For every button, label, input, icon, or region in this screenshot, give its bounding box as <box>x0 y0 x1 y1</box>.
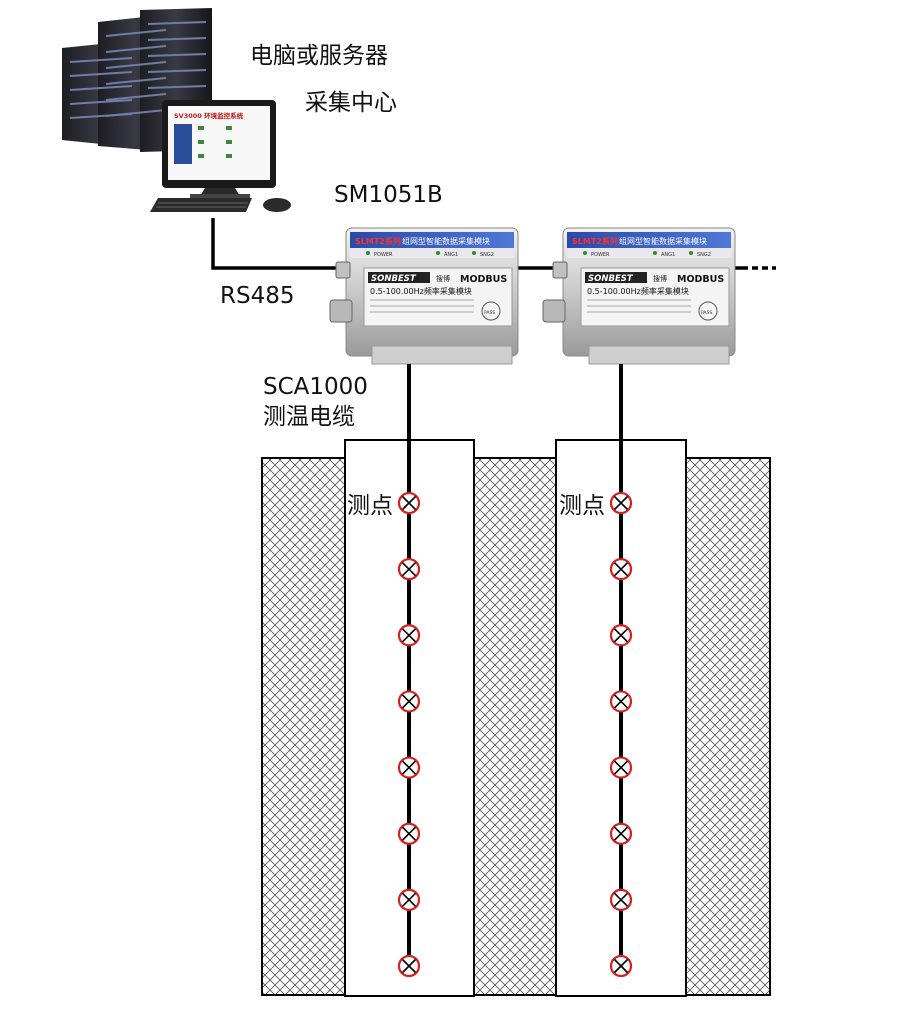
ground-hatched-area <box>261 457 771 996</box>
module-2-indicator-sng2: SNG2 <box>697 252 711 258</box>
sensor-point-1-1 <box>397 491 421 515</box>
acquisition-module-1: SLMT2系列 组网型智能数据采集模块 POWER ANG1 SNG2 SONB… <box>329 227 519 365</box>
sensor-point-2-6 <box>609 822 633 845</box>
module-2-indicator-ang1: ANG1 <box>661 252 675 258</box>
module-1-title: 组网型智能数据采集模块 <box>402 236 490 246</box>
sensor-point-1-5 <box>397 756 421 779</box>
module-2-title: 组网型智能数据采集模块 <box>619 236 707 246</box>
rs485-label: RS485 <box>220 283 294 309</box>
cable-model-label: SCA1000 <box>263 374 368 400</box>
sensor-point-2-1 <box>609 491 633 515</box>
sensor-point-1-6 <box>397 822 421 845</box>
module-1-indicator-power: POWER <box>374 252 393 258</box>
cable-name-label: 测温电缆 <box>263 404 355 430</box>
sensor-point-1-8 <box>397 954 421 978</box>
module-1-spec: 0.5-100.00Hz频率采集模块 <box>370 286 472 296</box>
keyboard-icon <box>150 198 252 212</box>
module-model-label: SM1051B <box>334 182 443 208</box>
measure-point-label-2: 测点 <box>559 493 605 519</box>
monitor-screen-title: SV3000 环境监控系统 <box>174 111 244 120</box>
measure-point-label-1: 测点 <box>347 493 393 519</box>
sensor-point-1-7 <box>397 888 421 911</box>
acquisition-module-2: SLMT2系列 组网型智能数据采集模块 POWER ANG1 SNG2 SONB… <box>542 227 736 365</box>
module-1-brand-cn: 搜博 <box>436 274 450 283</box>
computer-label-line2: 采集中心 <box>305 90 397 116</box>
module-2-brand: SONBEST <box>588 274 634 284</box>
module-1-indicator-sng2: SNG2 <box>480 252 494 258</box>
sensor-point-2-7 <box>609 888 633 911</box>
sensor-point-1-4 <box>397 690 421 713</box>
module-2-spec: 0.5-100.00Hz频率采集模块 <box>587 286 689 296</box>
module-1-brand: SONBEST <box>371 274 417 284</box>
monitor-icon: SV3000 环境监控系统 <box>162 100 276 198</box>
module-1-series: SLMT2系列 <box>355 236 401 246</box>
sensor-point-2-4 <box>609 690 633 713</box>
computer-label-line1: 电脑或服务器 <box>250 43 388 69</box>
module-2-series: SLMT2系列 <box>572 236 618 246</box>
sensor-point-2-2 <box>609 558 633 581</box>
module-2-brand-cn: 搜博 <box>653 274 667 283</box>
module-2-indicator-power: POWER <box>591 252 610 258</box>
module-1-protocol: MODBUS <box>460 274 507 285</box>
sensor-points-cable-2 <box>609 491 633 978</box>
sensor-point-2-5 <box>609 756 633 779</box>
sensor-point-1-2 <box>397 558 421 581</box>
sensor-point-2-3 <box>609 624 633 647</box>
sensor-point-1-3 <box>397 624 421 647</box>
module-2-protocol: MODBUS <box>677 274 724 285</box>
mouse-icon <box>263 198 291 212</box>
sensor-points-cable-1 <box>397 491 421 978</box>
module-1-pass: PASS <box>484 310 495 316</box>
module-2-pass: PASS <box>701 310 712 316</box>
server-rack-icon <box>62 8 212 152</box>
module-1-indicator-ang1: ANG1 <box>444 252 458 258</box>
sensor-point-2-8 <box>609 954 633 978</box>
